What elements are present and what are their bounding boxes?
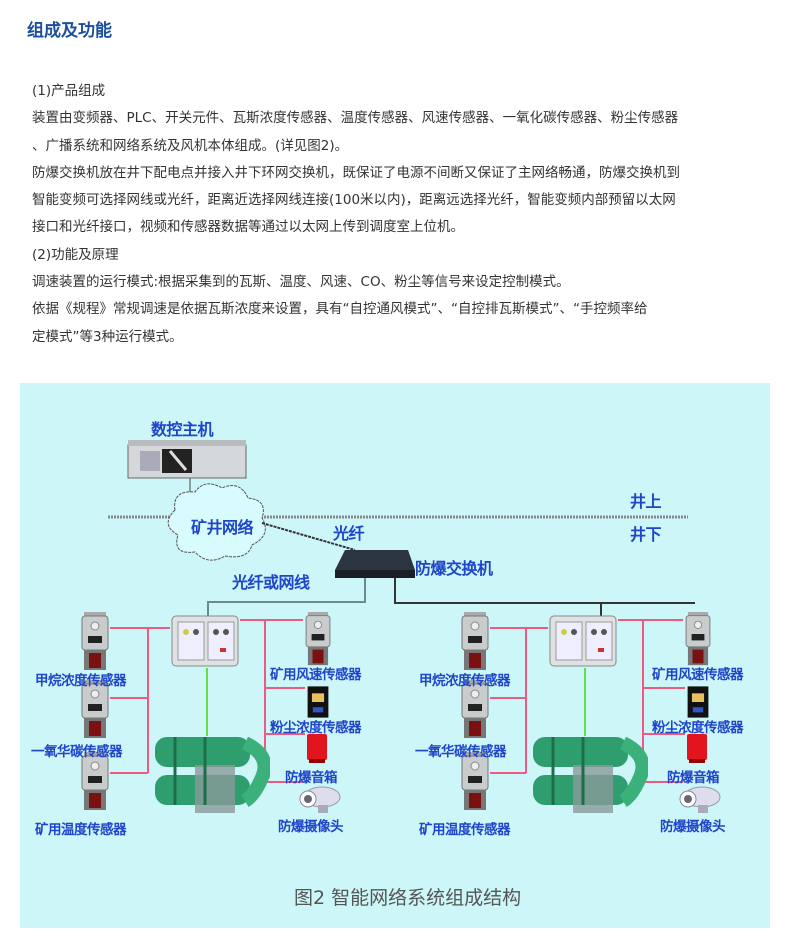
fan-icon — [155, 737, 265, 813]
fiber-label: 光纤 — [333, 524, 365, 543]
host-server-icon — [127, 440, 247, 495]
wind-speed-sensor-label: 矿用风速传感器 — [652, 667, 744, 683]
camera-icon — [679, 786, 721, 813]
paragraph-line: 装置由变频器、PLC、开关元件、瓦斯浓度传感器、温度传感器、风速传感器、一氧化碳… — [32, 110, 679, 127]
paragraph-line: 调速装置的运行模式:根据采集到的瓦斯、温度、风速、CO、粉尘等信号来设定控制模式… — [32, 274, 570, 291]
section-title: 组成及功能 — [27, 21, 112, 41]
co-sensor-label: 一氧华碳传感器 — [415, 744, 507, 760]
below-ground-label: 井下 — [630, 525, 662, 544]
inverter-icon — [549, 615, 617, 667]
dust-sensor-label: 粉尘浓度传感器 — [652, 720, 744, 736]
wind-speed-sensor-icon — [685, 612, 711, 666]
paragraph-line: 防爆交换机放在井下配电点并接入井下环网交换机，既保证了电源不间断又保证了主网络畅… — [32, 164, 680, 181]
signal-line — [642, 620, 683, 783]
wind-speed-sensor-icon — [305, 612, 331, 666]
temperature-sensor-label: 矿用温度传感器 — [419, 822, 511, 838]
speaker-label: 防爆音箱 — [667, 770, 720, 786]
figure-caption: 图2 智能网络系统组成结构 — [294, 887, 522, 909]
camera-icon — [299, 786, 341, 813]
trunk-line-left — [207, 578, 366, 622]
methane-sensor-icon — [461, 612, 489, 671]
methane-sensor-label: 甲烷浓度传感器 — [419, 673, 511, 689]
paragraph-line: 、广播系统和网络系统及风机本体组成。(详见图2)。 — [32, 137, 349, 154]
dust-sensor-label: 粉尘浓度传感器 — [270, 720, 362, 736]
temperature-sensor-label: 矿用温度传感器 — [35, 822, 127, 838]
methane-sensor-icon — [81, 612, 109, 671]
fiber-or-cable-label: 光纤或网线 — [232, 573, 310, 592]
explosion-proof-switch-icon — [335, 550, 415, 578]
host-label: 数控主机 — [151, 420, 214, 439]
paragraph-line: (1)产品组成 — [32, 83, 106, 99]
speaker-icon — [307, 734, 327, 763]
trunk-line-right — [394, 578, 695, 604]
above-ground-label: 井上 — [630, 492, 662, 511]
fan-icon — [533, 737, 643, 813]
methane-sensor-label: 甲烷浓度传感器 — [35, 673, 127, 689]
paragraph-line: 定模式”等3种运行模式。 — [32, 328, 183, 345]
fiber-link-line — [261, 522, 356, 551]
temperature-sensor-icon — [461, 752, 489, 811]
paragraph-line: (2)功能及原理 — [32, 246, 119, 263]
body-text: (1)产品组成装置由变频器、PLC、开关元件、瓦斯浓度传感器、温度传感器、风速传… — [32, 78, 772, 351]
dust-sensor-icon — [307, 686, 329, 718]
temperature-sensor-icon — [81, 752, 109, 811]
speaker-label: 防爆音箱 — [285, 770, 338, 786]
paragraph-line: 接口和光纤接口，视频和传感器数据等通过以太网上传到调度室上位机。 — [32, 219, 464, 236]
camera-label: 防爆摄像头 — [278, 819, 344, 835]
paragraph-line: 依据《规程》常规调速是依据瓦斯浓度来设置，具有“自控通风模式”、“自控排瓦斯模式… — [32, 301, 648, 318]
dust-sensor-icon — [687, 686, 709, 718]
mine-network-cloud-icon — [167, 483, 266, 561]
inverter-icon — [171, 615, 239, 667]
signal-line — [264, 620, 303, 783]
co-sensor-label: 一氧华碳传感器 — [31, 744, 123, 760]
switch-label: 防爆交换机 — [415, 559, 493, 578]
paragraph-line: 智能变频可选择网线或光纤，距离近选择网线连接(100米以内)，距离远选择光纤，智… — [32, 192, 676, 209]
camera-label: 防爆摄像头 — [660, 819, 726, 835]
cloud-label: 矿井网络 — [191, 518, 254, 537]
speaker-icon — [687, 734, 707, 763]
wind-speed-sensor-label: 矿用风速传感器 — [270, 667, 362, 683]
